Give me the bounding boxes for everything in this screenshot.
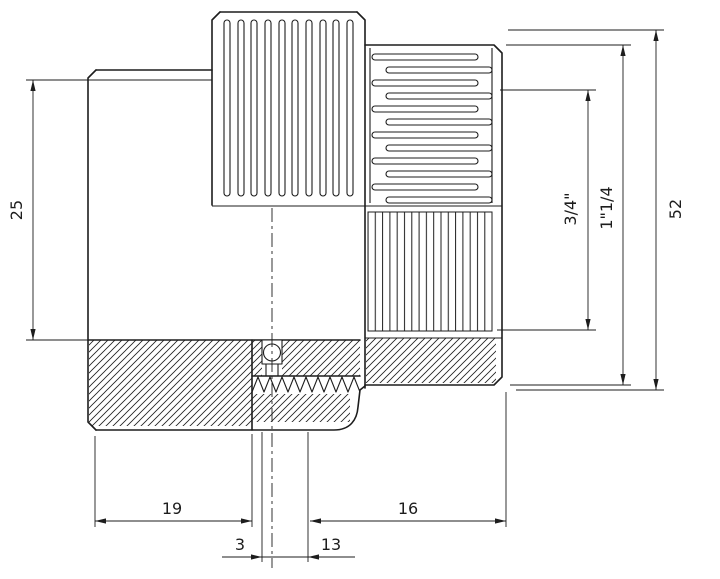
hatch-stem-right — [282, 340, 360, 376]
dim-label-16: 16 — [398, 499, 418, 518]
dim-union-size: 1"1/4 — [506, 44, 631, 386]
hatch-stem-left — [252, 340, 262, 376]
groove-relief-lines — [265, 364, 279, 376]
threaded-body — [364, 44, 503, 386]
nut-rib-slots — [223, 19, 354, 197]
dim-label-1-1-4: 1"1/4 — [597, 186, 616, 229]
section-details — [87, 205, 502, 568]
hatch-nut-wall — [252, 394, 350, 422]
dim-overall-diameter: 52 — [508, 29, 685, 391]
nut-right-edge — [356, 11, 366, 389]
dim-label-3: 3 — [235, 535, 245, 554]
section-hatching — [89, 338, 496, 426]
body-knurl-slots — [371, 53, 493, 204]
socket-left-edge — [87, 69, 97, 431]
dim-thread-size: 3/4" — [497, 89, 596, 331]
hatch-socket-wall — [89, 340, 252, 426]
dim-socket-diameter: 25 — [7, 79, 90, 341]
dim-label-13: 13 — [321, 535, 341, 554]
dim-thread-length: 16 — [310, 392, 507, 527]
thread-engagement-zigzag — [251, 376, 361, 393]
bottom-outline — [95, 385, 366, 431]
dimensions: 25 3/4" 1"1/4 52 19 — [7, 29, 685, 562]
hatch-body-wall — [366, 338, 496, 383]
dim-socket-length: 19 — [94, 434, 253, 527]
union-nut — [211, 11, 366, 389]
dim-seal-offsets: 3 13 — [222, 432, 355, 562]
dim-label-3-4: 3/4" — [561, 192, 580, 225]
dim-label-52: 52 — [666, 199, 685, 219]
internal-thread-zone — [367, 211, 493, 332]
dim-label-25: 25 — [7, 200, 26, 220]
nut-left-edge — [211, 11, 221, 206]
socket-body — [87, 69, 213, 431]
dim-label-19: 19 — [162, 499, 182, 518]
body-outline — [364, 44, 503, 386]
